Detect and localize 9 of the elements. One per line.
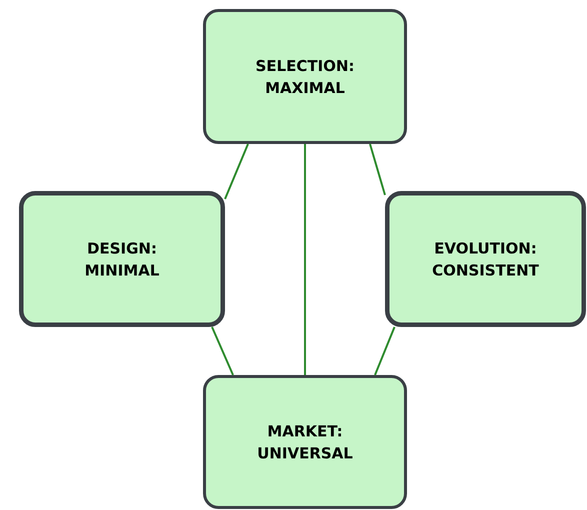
connector-line: [369, 144, 386, 196]
connector-line: [304, 144, 306, 375]
text-box: MARKET: UNIVERSAL: [203, 375, 407, 509]
text-box: SELECTION: MAXIMAL: [203, 9, 407, 144]
text-box: DESIGN: MINIMAL: [19, 191, 225, 327]
connector-line: [224, 144, 249, 200]
text-box: EVOLUTION: CONSISTENT: [385, 191, 586, 327]
connector-line: [211, 326, 234, 376]
connector-line: [374, 326, 396, 376]
